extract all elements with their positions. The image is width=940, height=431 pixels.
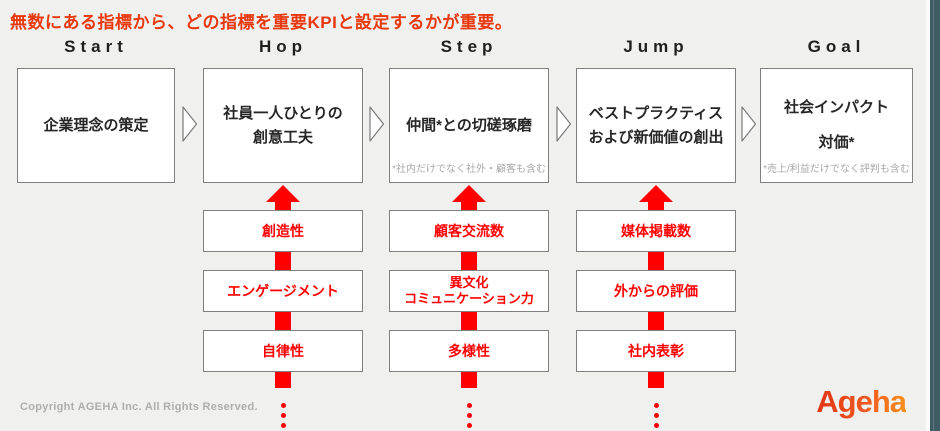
stage-box-start: 企業理念の策定 [17,68,175,183]
stage-box-jump: ベストプラクティス および新価値の創出 [576,68,736,183]
stage-box-goal: 社会インパクト 対価* *売上/利益だけでなく評判も含む [760,68,913,183]
kpi-label: 社内表彰 [628,342,684,359]
column-header-start: Start [64,37,128,56]
jump-arrowhead [639,185,673,202]
kpi-label: 自律性 [262,342,304,359]
stage-box-step-note: *社内だけでなく社外・顧客も含む [392,164,546,175]
edge-gap [926,0,930,431]
column-header-jump: Jump [623,37,689,56]
kpi-label: 顧客交流数 [434,222,504,239]
stage-box-goal-label: 社会インパクト 対価* [783,99,889,151]
edge-strip [930,0,940,431]
stage-box-hop: 社員一人ひとりの 創意工夫 [203,68,363,183]
stage-box-step-label: 仲間*との切磋琢磨 [406,116,532,134]
ellipsis-dots [466,400,472,430]
stage-box-start-label: 企業理念の策定 [43,116,149,134]
stage-box-hop-label: 社員一人ひとりの 創意工夫 [223,105,343,146]
kpi-box: 媒体掲載数 [576,210,736,252]
kpi-box: エンゲージメント [203,270,363,312]
ellipsis-dots [653,400,659,430]
kpi-box: 社内表彰 [576,330,736,372]
kpi-box: 自律性 [203,330,363,372]
kpi-label: エンゲージメント [227,282,339,299]
hop-arrowhead [266,185,300,202]
kpi-box: 異文化 コミュニケーション力 [389,270,549,312]
column-header-hop: Hop [258,37,308,56]
kpi-label: 外からの評価 [614,282,698,299]
kpi-box: 顧客交流数 [389,210,549,252]
kpi-label: 異文化 コミュニケーション力 [404,275,534,306]
kpi-label: 多様性 [448,342,490,359]
chevron-right-icon [556,106,572,142]
slide-title: 無数にある指標から、どの指標を重要KPIと設定するかが重要。 [10,13,513,32]
ellipsis-dots [280,400,286,430]
kpi-box: 外からの評価 [576,270,736,312]
ageha-logo: Ageha [816,384,907,419]
step-arrowhead [452,185,486,202]
stage-box-step: 仲間*との切磋琢磨 *社内だけでなく社外・顧客も含む [389,68,549,183]
stage-box-goal-note: *売上/利益だけでなく評判も含む [763,164,910,175]
kpi-label: 創造性 [262,222,304,239]
kpi-label: 媒体掲載数 [621,222,691,239]
column-header-goal: Goal [807,37,866,56]
stage-box-jump-label: ベストプラクティス および新価値の創出 [588,105,724,146]
copyright-text: Copyright AGEHA Inc. All Rights Reserved… [20,401,258,413]
column-header-step: Step [440,37,498,56]
kpi-box: 多様性 [389,330,549,372]
chevron-right-icon [369,106,385,142]
kpi-box: 創造性 [203,210,363,252]
chevron-right-icon [182,106,198,142]
chevron-right-icon [741,106,757,142]
